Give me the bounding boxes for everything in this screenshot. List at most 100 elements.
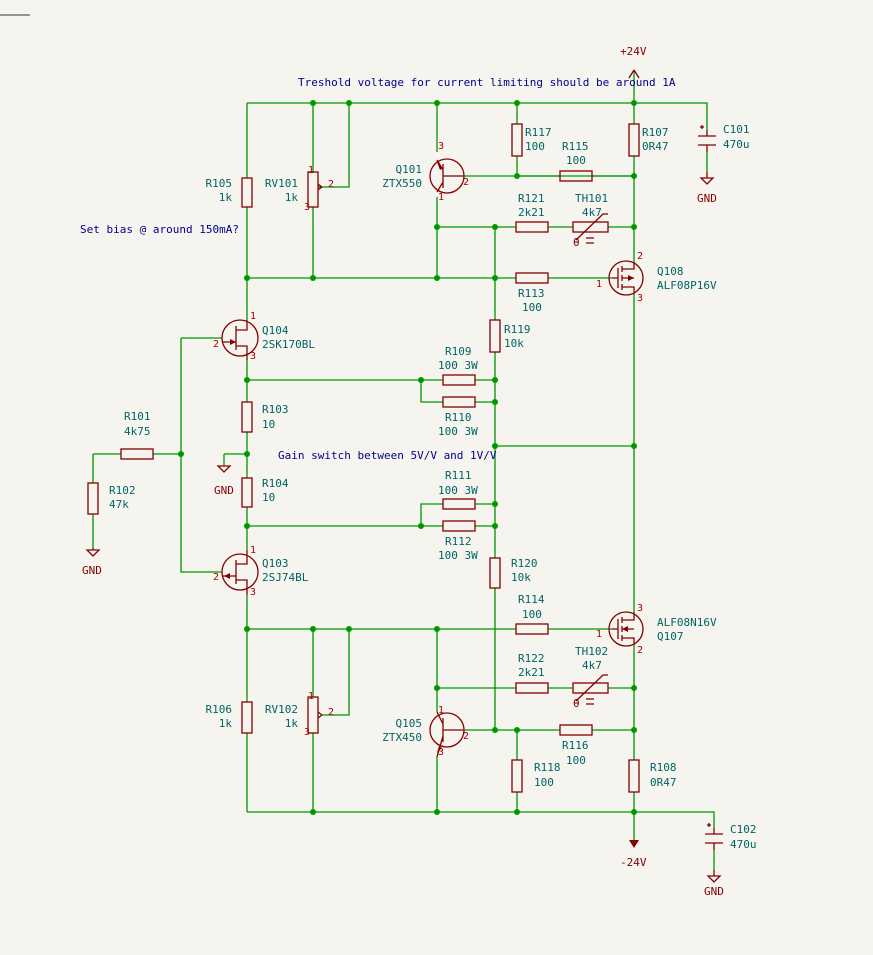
q103-val: 2SJ74BL <box>262 571 309 584</box>
r116-val: 100 <box>566 754 586 767</box>
rv102-ref: RV102 <box>264 703 298 716</box>
gnd-label-mid: GND <box>214 484 234 497</box>
gnd-label-c101: GND <box>697 192 717 205</box>
capacitors <box>698 125 723 850</box>
rv101-ref: RV101 <box>264 177 298 190</box>
r104-ref: R104 <box>262 477 289 490</box>
th101-val: 4k7 <box>582 206 602 219</box>
thermistors: θ θ <box>572 213 609 710</box>
threshold-note: Treshold voltage for current limiting sh… <box>298 76 676 89</box>
r113-ref: R113 <box>518 287 545 300</box>
r109-ref: R109 <box>445 345 472 358</box>
q104-pin1: 1 <box>250 311 257 322</box>
wires <box>92 70 715 870</box>
svg-text:θ: θ <box>573 697 580 710</box>
resistors <box>87 123 640 793</box>
neg-supply-label: -24V <box>620 856 647 869</box>
q105-pin1: 1 <box>438 705 445 716</box>
c102-ref: C102 <box>730 823 757 836</box>
r104-val: 10 <box>262 491 276 504</box>
r120-val: 10k <box>511 571 531 584</box>
rv101-pin3: 3 <box>304 202 311 213</box>
q104-ref: Q104 <box>262 324 289 337</box>
q103-ref: Q103 <box>262 557 289 570</box>
r118-val: 100 <box>534 776 554 789</box>
rv102-pin1: 1 <box>308 691 315 702</box>
q107-val: ALF08N16V <box>657 616 717 629</box>
r122-ref: R122 <box>518 652 545 665</box>
r102-ref: R102 <box>109 484 136 497</box>
q108-pin2: 2 <box>637 251 644 262</box>
r116-ref: R116 <box>562 739 589 752</box>
r112-val: 100 3W <box>438 549 478 562</box>
q107-pin2: 2 <box>637 645 644 656</box>
c102-val: 470u <box>730 838 757 851</box>
r105-ref: R105 <box>205 177 233 190</box>
pos-supply-label: +24V <box>620 45 647 58</box>
q108-pin3: 3 <box>637 293 644 304</box>
r114-val: 100 <box>522 608 542 621</box>
q104-val: 2SK170BL <box>262 338 315 351</box>
r119-val: 10k <box>504 337 524 350</box>
svg-text:θ: θ <box>573 236 580 249</box>
q108-val: ALF08P16V <box>657 279 717 292</box>
r108-val: 0R47 <box>650 776 677 789</box>
r115-ref: R115 <box>562 140 589 153</box>
r114-ref: R114 <box>518 593 545 606</box>
power-symbols <box>85 69 722 883</box>
q101-pin2: 2 <box>463 177 470 188</box>
r111-val: 100 3W <box>438 484 478 497</box>
rv101-val: 1k <box>284 191 298 204</box>
r107-val: 0R47 <box>642 140 669 153</box>
q107-pin3: 3 <box>637 603 644 614</box>
r107-ref: R107 <box>642 126 669 139</box>
junctions <box>178 100 637 815</box>
rv101-pin1: 1 <box>308 165 315 176</box>
r122-val: 2k21 <box>518 666 545 679</box>
q108-ref: Q108 <box>657 265 684 278</box>
r103-ref: R103 <box>262 403 289 416</box>
c101-ref: C101 <box>723 123 750 136</box>
q105-ref: Q105 <box>395 717 423 730</box>
rv102-pin3: 3 <box>304 727 311 738</box>
gain-note: Gain switch between 5V/V and 1V/V <box>278 449 497 462</box>
c101-val: 470u <box>723 138 750 151</box>
r117-ref: R117 <box>525 126 552 139</box>
q107-pin1: 1 <box>596 629 603 640</box>
r120-ref: R120 <box>511 557 538 570</box>
r121-val: 2k21 <box>518 206 545 219</box>
r113-val: 100 <box>522 301 542 314</box>
rv102-val: 1k <box>284 717 298 730</box>
q101-pin3: 3 <box>438 141 445 152</box>
r115-val: 100 <box>566 154 586 167</box>
q103-pin2: 2 <box>213 572 220 583</box>
th102-ref: TH102 <box>575 645 609 658</box>
r101-val: 4k75 <box>124 425 151 438</box>
bias-note: Set bias @ around 150mA? <box>80 223 239 236</box>
q105-pin2: 2 <box>463 731 470 742</box>
q104-pin2: 2 <box>213 339 220 350</box>
r105-val: 1k <box>218 191 232 204</box>
r119-ref: R119 <box>504 323 531 336</box>
r111-ref: R111 <box>445 469 472 482</box>
q101-ref: Q101 <box>395 163 423 176</box>
r110-val: 100 3W <box>438 425 478 438</box>
q103-pin3: 3 <box>250 587 257 598</box>
r101-ref: R101 <box>124 410 151 423</box>
gnd-label-r102: GND <box>82 564 102 577</box>
th102-val: 4k7 <box>582 659 602 672</box>
q108-pin1: 1 <box>596 279 603 290</box>
r106-ref: R106 <box>205 703 233 716</box>
r106-val: 1k <box>218 717 232 730</box>
q101-val: ZTX550 <box>382 177 422 190</box>
th101-ref: TH101 <box>575 192 609 205</box>
q105-pin3: 3 <box>438 747 445 758</box>
r110-ref: R110 <box>445 411 472 424</box>
q104-pin3: 3 <box>250 351 257 362</box>
r118-ref: R118 <box>534 761 561 774</box>
r108-ref: R108 <box>650 761 677 774</box>
q101-pin1: 1 <box>438 192 445 203</box>
r112-ref: R112 <box>445 535 472 548</box>
